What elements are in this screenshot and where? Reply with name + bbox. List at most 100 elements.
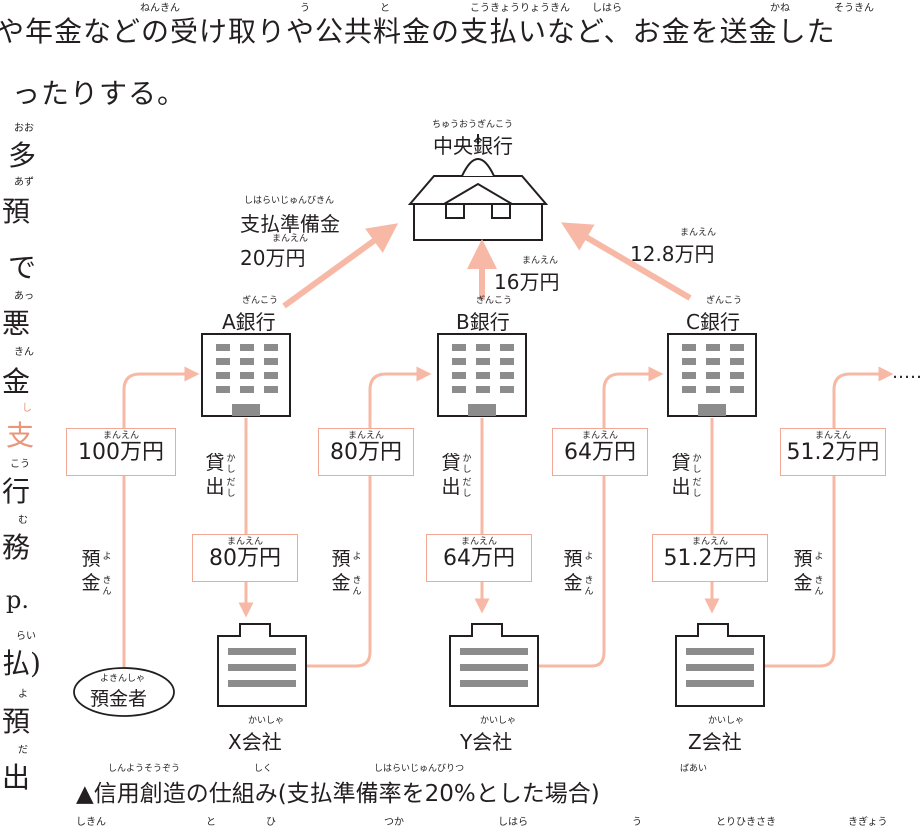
line1-ruby-u: う bbox=[300, 3, 310, 14]
bank-building-c bbox=[667, 333, 757, 417]
reserve-a-value-ruby: まんえん bbox=[272, 234, 309, 244]
side-ruby-1: あず bbox=[14, 177, 34, 188]
deposit-label-3-1: 預 bbox=[563, 548, 583, 570]
deposit-label-4-2: 金 bbox=[793, 572, 813, 594]
deposit-flow-4 bbox=[764, 366, 894, 668]
central-bank-building bbox=[407, 134, 549, 241]
loan-box-b: まんえん 64万円 bbox=[426, 534, 532, 582]
reserve-a-value: 20万円 bbox=[240, 246, 306, 270]
bank-a-ruby: ぎんこう bbox=[242, 296, 279, 306]
caption-ruby-shiharai: しはらいじゅんびりつ bbox=[374, 764, 465, 774]
side-line-1: 預 bbox=[2, 195, 31, 228]
loan-box-a-ruby: まんえん bbox=[226, 537, 263, 547]
side-line-0: 多 bbox=[8, 139, 37, 172]
body-line-2: ったりする。 bbox=[12, 77, 187, 110]
bottom-ruby-2: ひ bbox=[266, 817, 276, 828]
reserve-a-label: 支払準備金 bbox=[240, 212, 340, 236]
loan-label-b-2: 出 bbox=[441, 476, 461, 498]
company-y-ruby: かいしゃ bbox=[480, 716, 517, 726]
line1-ruby-soukin: そうきん bbox=[834, 3, 874, 14]
company-y-label: Y会社 bbox=[460, 730, 513, 754]
central-bank-label: 中央銀行 bbox=[433, 134, 513, 158]
caption-ruby-shinyou: しんようそうぞう bbox=[108, 764, 181, 774]
deposit-ruby-4-2: きん bbox=[814, 576, 824, 597]
side-line-2: で bbox=[8, 251, 37, 284]
continuation-ellipsis: …… bbox=[892, 362, 922, 383]
loan-box-b-value: 64万円 bbox=[443, 546, 515, 571]
deposit-box-1: まんえん 100万円 bbox=[66, 428, 176, 476]
deposit-box-3-value: 64万円 bbox=[564, 440, 636, 465]
loan-ruby-c-1: かし bbox=[692, 454, 702, 475]
deposit-box-2-value: 80万円 bbox=[330, 440, 402, 465]
deposit-ruby-1-1: よ bbox=[102, 552, 112, 562]
loan-label-c-1: 貸 bbox=[671, 452, 691, 474]
side-ruby-8: よ bbox=[18, 689, 28, 700]
side-line-3: 悪 bbox=[2, 307, 31, 340]
loan-ruby-a-1: かし bbox=[226, 454, 236, 475]
deposit-box-1-ruby: まんえん bbox=[102, 431, 139, 441]
body-line-1: や年金などの受け取りや公共料金の支払いなど、お金を送金した bbox=[0, 15, 836, 48]
company-x-label: X会社 bbox=[228, 730, 282, 754]
side-ruby-4: し bbox=[22, 403, 32, 414]
deposit-label-2-1: 預 bbox=[331, 548, 351, 570]
loan-box-a: まんえん 80万円 bbox=[192, 534, 298, 582]
caption-ruby-shiku: しく bbox=[254, 764, 273, 774]
line1-ruby-kane: かね bbox=[770, 3, 790, 14]
deposit-ruby-4-1: よ bbox=[814, 552, 824, 562]
bottom-ruby-4: しはら bbox=[498, 817, 528, 828]
side-ruby-9: だ bbox=[18, 745, 28, 756]
loan-box-b-ruby: まんえん bbox=[460, 537, 497, 547]
reserve-c-value: 12.8万円 bbox=[630, 242, 715, 266]
deposit-box-4: まんえん 51.2万円 bbox=[780, 428, 886, 476]
bank-c-ruby: ぎんこう bbox=[706, 296, 743, 306]
loan-box-c: まんえん 51.2万円 bbox=[652, 534, 768, 582]
loan-box-c-ruby: まんえん bbox=[691, 537, 728, 547]
central-bank-ruby: ちゅうおうぎんこう bbox=[432, 120, 514, 130]
deposit-label-3-2: 金 bbox=[563, 572, 583, 594]
company-z-ruby: かいしゃ bbox=[708, 716, 745, 726]
bank-b-label: B銀行 bbox=[456, 310, 510, 334]
side-ruby-7: らい bbox=[16, 631, 36, 642]
deposit-flow-3 bbox=[538, 366, 664, 668]
bank-building-b bbox=[437, 333, 527, 417]
caption-ruby-baai: ばあい bbox=[680, 764, 708, 774]
bank-b-ruby: ぎんこう bbox=[476, 296, 513, 306]
deposit-box-4-ruby: まんえん bbox=[814, 431, 851, 441]
deposit-label-2-2: 金 bbox=[331, 572, 351, 594]
line1-ruby-to: と bbox=[380, 3, 390, 14]
company-building-y bbox=[449, 623, 539, 707]
side-line-7: 務 bbox=[2, 531, 31, 564]
side-ruby-3: きん bbox=[14, 347, 34, 358]
side-ruby-6: む bbox=[18, 515, 28, 526]
depositor-ruby: よきんしゃ bbox=[100, 674, 146, 684]
side-line-10: 預 bbox=[2, 705, 31, 738]
deposit-box-3-ruby: まんえん bbox=[581, 431, 618, 441]
side-ruby-5: こう bbox=[10, 459, 30, 470]
reserve-b-value: 16万円 bbox=[494, 270, 560, 294]
side-line-5: 支 bbox=[6, 419, 35, 452]
deposit-box-4-value: 51.2万円 bbox=[786, 440, 880, 465]
deposit-ruby-2-1: よ bbox=[352, 552, 362, 562]
deposit-ruby-3-1: よ bbox=[584, 552, 594, 562]
depositor-ellipse bbox=[73, 667, 175, 717]
bottom-ruby-1: と bbox=[206, 817, 216, 828]
deposit-flow-2 bbox=[306, 366, 432, 668]
deposit-ruby-1-2: きん bbox=[102, 576, 112, 597]
loan-label-b-1: 貸 bbox=[441, 452, 461, 474]
reserve-c-value-ruby: まんえん bbox=[680, 228, 717, 238]
loan-label-a-2: 出 bbox=[205, 476, 225, 498]
loan-label-a-1: 貸 bbox=[205, 452, 225, 474]
bottom-ruby-7: きぎょう bbox=[848, 817, 888, 828]
reserve-arrow-a bbox=[282, 223, 399, 309]
reserve-a-label-ruby: しはらいじゅんびきん bbox=[244, 196, 335, 206]
line1-ruby-koukyou: こうきょうりょうきん bbox=[470, 3, 570, 14]
company-building-z bbox=[675, 623, 765, 707]
line1-ruby-nenkin: ねんきん bbox=[140, 3, 180, 14]
side-line-4: 金 bbox=[2, 365, 31, 398]
bottom-ruby-0: しきん bbox=[76, 817, 106, 828]
deposit-box-2-ruby: まんえん bbox=[347, 431, 384, 441]
side-line-6: 行 bbox=[2, 475, 31, 508]
loan-ruby-c-2: だし bbox=[692, 478, 702, 499]
loan-ruby-b-1: かし bbox=[462, 454, 472, 475]
